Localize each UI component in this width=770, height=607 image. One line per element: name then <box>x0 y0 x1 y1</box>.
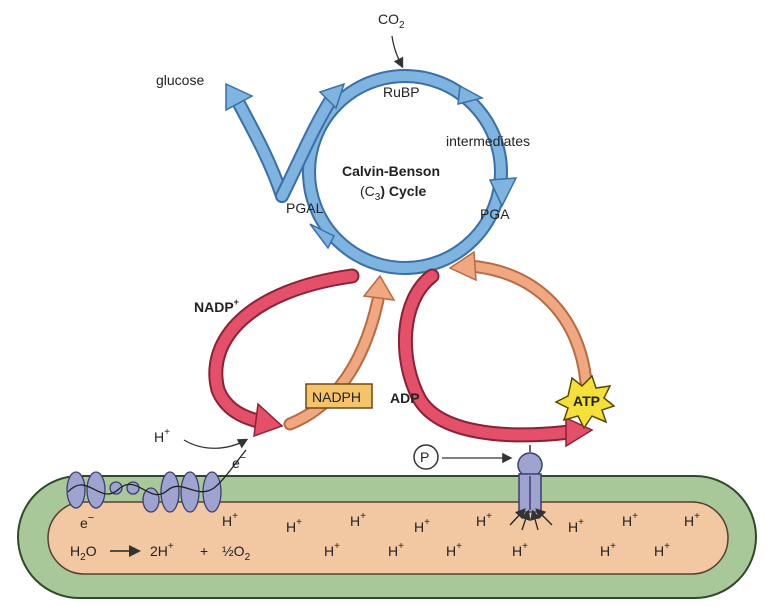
h-ion-7: H+ <box>622 511 638 529</box>
h-ion-6: H+ <box>568 517 584 535</box>
h-ion-8: H+ <box>684 511 700 529</box>
electron-label-inner: e− <box>80 512 94 531</box>
electron-path <box>67 449 247 496</box>
co2-label: CO2 <box>378 11 405 31</box>
phosphate-label: P <box>420 449 429 465</box>
h-ion-3: H+ <box>350 511 366 529</box>
h-plus-label-top: H+ <box>154 427 170 445</box>
h-ion-11: H+ <box>446 541 462 559</box>
nadp-arrow <box>208 268 360 438</box>
h-ion-1: H+ <box>222 511 238 529</box>
nadph-box <box>305 383 373 409</box>
phosphate-circle <box>413 444 439 470</box>
h-plus-arrow <box>183 438 249 449</box>
adp-arrow <box>397 268 594 448</box>
thylakoid-lumen <box>47 501 729 575</box>
h-ion-12: H+ <box>512 541 528 559</box>
nadph-label: NADPH <box>312 389 361 405</box>
two-h-plus: 2H+ <box>150 541 174 559</box>
photosystem-proteins <box>66 449 247 513</box>
h-ion-2: H+ <box>286 517 302 535</box>
calvin-cycle-ring <box>302 69 518 275</box>
cycle-subtitle: (C3) Cycle <box>360 183 426 203</box>
ring-arrow-pgal <box>309 223 336 250</box>
electron-label: e− <box>232 452 246 471</box>
glucose-label: glucose <box>156 72 204 88</box>
intermediates-label: intermediates <box>446 133 530 149</box>
atp-starburst <box>554 374 616 430</box>
half-o2: ½O2 <box>222 543 251 563</box>
rubp-label: RuBP <box>383 84 420 100</box>
cycle-title: Calvin-Benson <box>342 163 440 179</box>
h-ion-5: H+ <box>476 511 492 529</box>
ring-arrow-pga <box>488 177 518 208</box>
pga-label: PGA <box>480 206 510 222</box>
ring-arrow-rubp <box>457 84 485 105</box>
h-ion-14: H+ <box>654 541 670 559</box>
lumen-h-ions: H+ H+ H+ H+ H+ H+ H+ H+ H+ H+ H+ H+ H+ H+ <box>222 511 700 559</box>
pgal-label: PGAL <box>286 200 324 216</box>
co2-arrow <box>391 35 404 69</box>
nadp-label: NADP+ <box>194 297 239 315</box>
atp-arrow <box>448 250 593 389</box>
h-ion-4: H+ <box>414 517 430 535</box>
plus-sign: + <box>200 543 208 559</box>
h-ion-9: H+ <box>324 541 340 559</box>
glucose-branch <box>225 82 346 203</box>
thylakoid-membrane <box>17 475 757 599</box>
atp-label: ATP <box>573 393 600 409</box>
h-ion-10: H+ <box>388 541 404 559</box>
h-ion-13: H+ <box>600 541 616 559</box>
atp-synthase <box>509 445 553 531</box>
adp-label: ADP <box>390 390 420 406</box>
water-reaction: H2O <box>70 543 97 563</box>
